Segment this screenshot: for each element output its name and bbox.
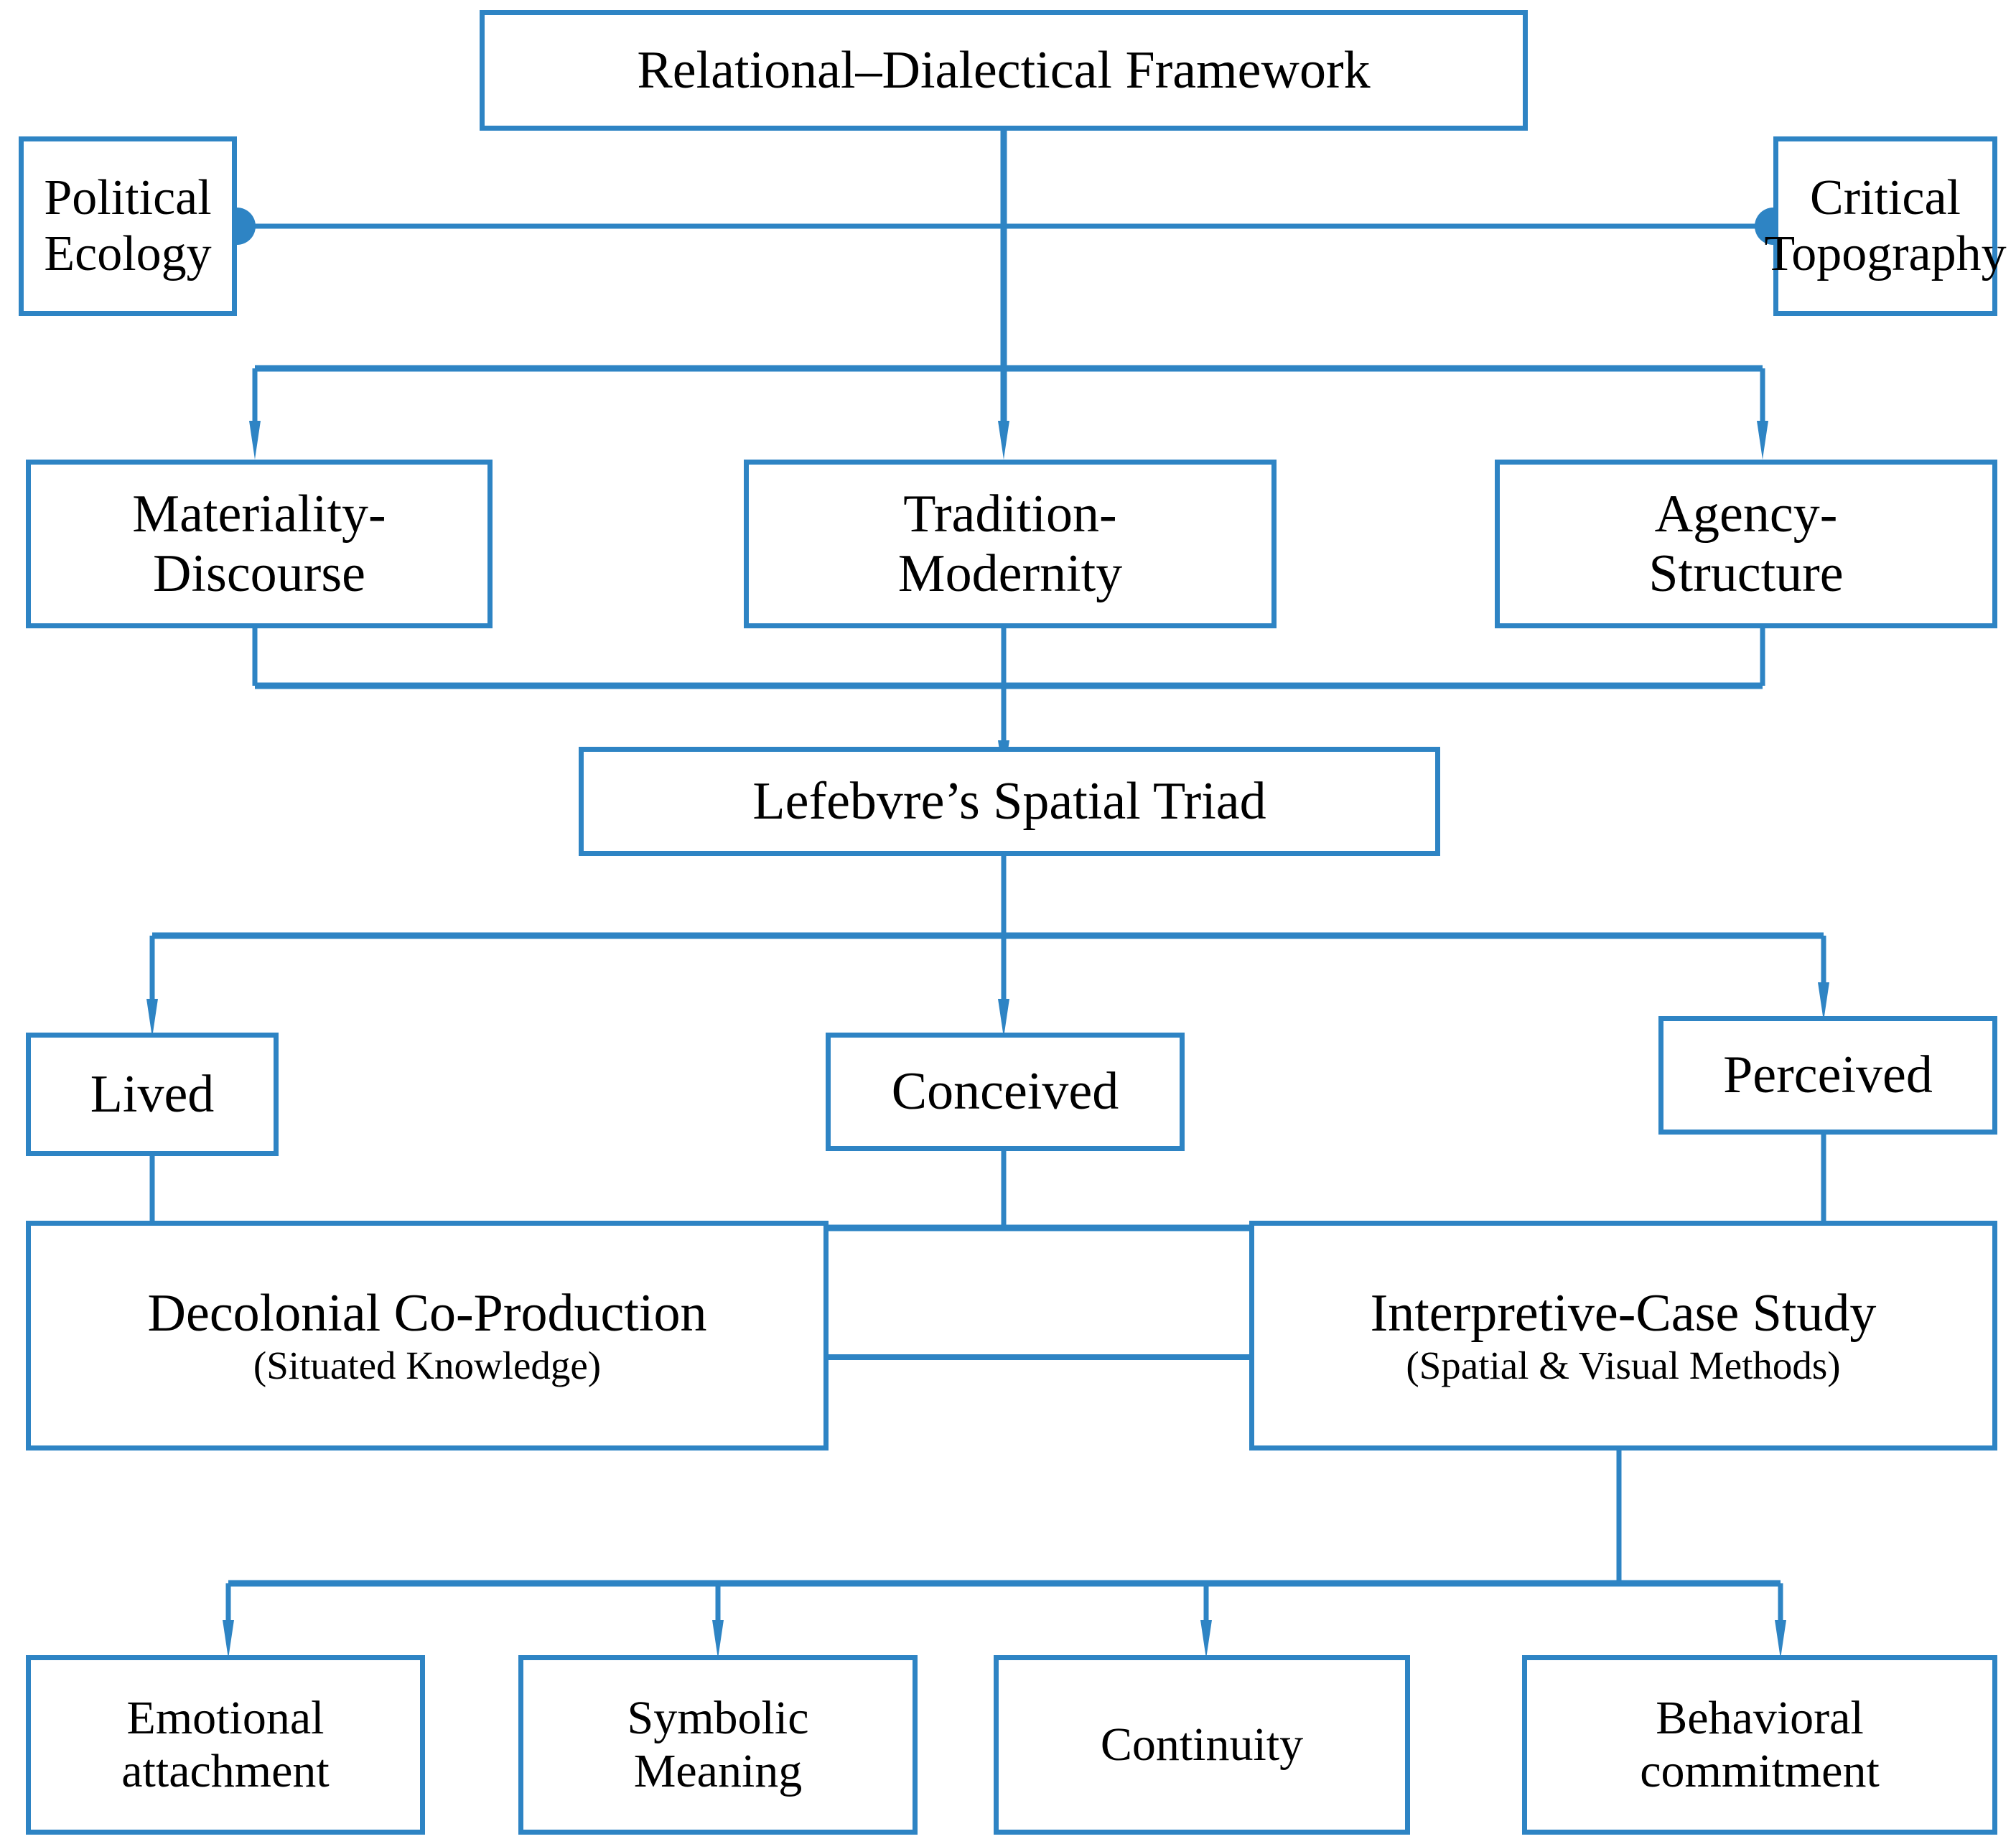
- node-materiality-discourse-line2: Discourse: [153, 544, 365, 603]
- node-tradition-modernity-line2: Modernity: [897, 544, 1123, 603]
- node-materiality-discourse-line1: Materiality-: [132, 484, 386, 544]
- node-behavioral-commitment-line1: Behavioral: [1656, 1692, 1864, 1745]
- node-agency-structure-line1: Agency-: [1654, 484, 1838, 544]
- node-materiality-discourse[interactable]: Materiality- Discourse: [26, 460, 493, 628]
- node-political-ecology-line2: Ecology: [44, 226, 212, 281]
- node-framework-label: Relational–Dialectical Framework: [637, 40, 1371, 100]
- node-agency-structure[interactable]: Agency- Structure: [1495, 460, 1997, 628]
- node-symbolic-meaning-line1: Symbolic: [627, 1692, 809, 1745]
- node-decolonial-co-production-line2: (Situated Knowledge): [253, 1343, 602, 1387]
- node-continuity[interactable]: Continuity: [994, 1655, 1410, 1835]
- node-perceived[interactable]: Perceived: [1658, 1016, 1997, 1135]
- node-critical-topography-line2: Topography: [1764, 226, 2007, 281]
- node-critical-topography[interactable]: Critical Topography: [1764, 136, 2007, 316]
- node-emotional-attachment-line1: Emotional: [126, 1692, 325, 1745]
- node-tradition-modernity[interactable]: Tradition- Modernity: [744, 460, 1277, 628]
- node-political-ecology-line1: Political: [44, 169, 212, 225]
- node-behavioral-commitment-line2: commitment: [1640, 1745, 1880, 1797]
- node-decolonial-co-production-line1: Decolonial Co-Production: [147, 1283, 707, 1343]
- node-lived-label: Lived: [90, 1064, 215, 1124]
- node-tradition-modernity-line1: Tradition-: [903, 484, 1117, 544]
- node-spatial-triad[interactable]: Lefebvre’s Spatial Triad: [579, 747, 1440, 856]
- node-conceived[interactable]: Conceived: [826, 1033, 1185, 1151]
- node-spatial-triad-label: Lefebvre’s Spatial Triad: [752, 771, 1266, 831]
- node-interpretive-case-study-line1: Interpretive-Case Study: [1370, 1283, 1877, 1343]
- node-emotional-attachment-line2: attachment: [121, 1745, 330, 1797]
- node-symbolic-meaning-line2: Meaning: [633, 1745, 803, 1797]
- node-symbolic-meaning[interactable]: Symbolic Meaning: [518, 1655, 918, 1835]
- node-decolonial-co-production[interactable]: Decolonial Co-Production (Situated Knowl…: [26, 1221, 829, 1450]
- node-political-ecology[interactable]: Political Ecology: [19, 136, 237, 316]
- node-interpretive-case-study-line2: (Spatial & Visual Methods): [1406, 1343, 1841, 1387]
- node-interpretive-case-study[interactable]: Interpretive-Case Study (Spatial & Visua…: [1249, 1221, 1997, 1450]
- node-behavioral-commitment[interactable]: Behavioral commitment: [1522, 1655, 1997, 1835]
- node-critical-topography-line1: Critical: [1810, 169, 1961, 225]
- node-continuity-label: Continuity: [1100, 1718, 1304, 1771]
- node-conceived-label: Conceived: [891, 1062, 1119, 1122]
- node-lived[interactable]: Lived: [26, 1033, 279, 1156]
- node-agency-structure-line2: Structure: [1648, 544, 1844, 603]
- node-framework[interactable]: Relational–Dialectical Framework: [480, 10, 1528, 131]
- node-emotional-attachment[interactable]: Emotional attachment: [26, 1655, 425, 1835]
- node-perceived-label: Perceived: [1723, 1046, 1933, 1105]
